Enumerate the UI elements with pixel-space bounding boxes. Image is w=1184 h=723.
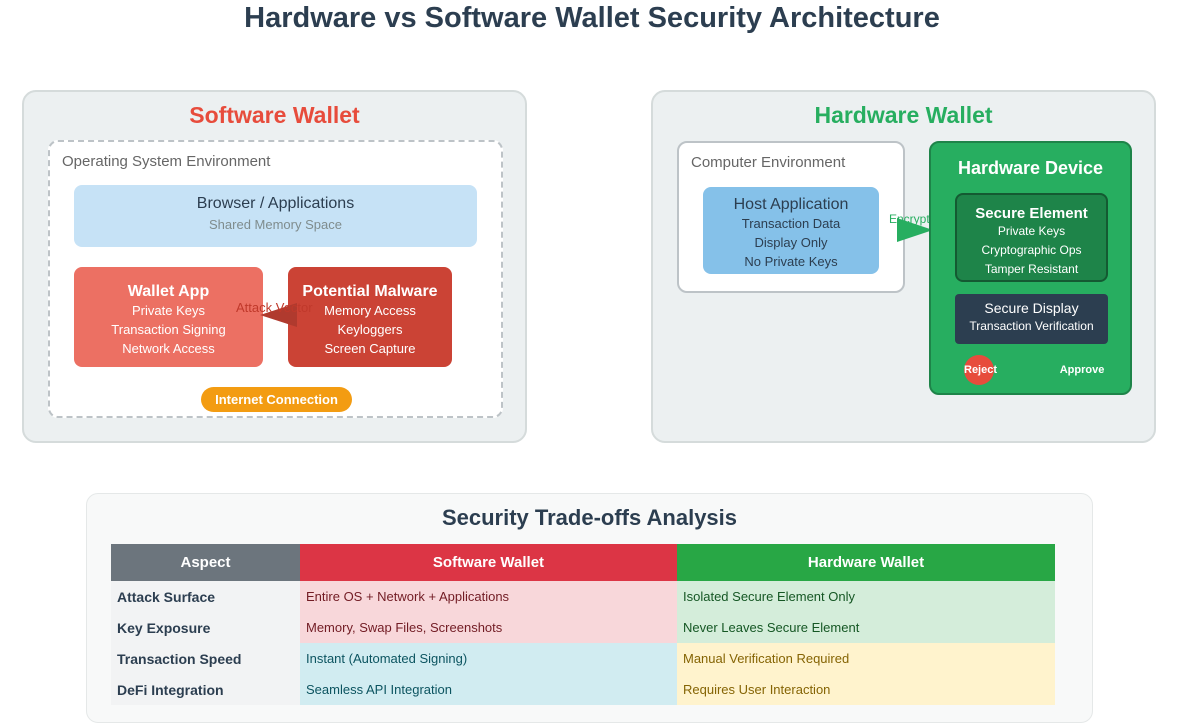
row-aspect: Key Exposure [111, 612, 300, 643]
wallet-app-title: Wallet App [127, 283, 210, 300]
host-application-box: Host Application Transaction Data Displa… [703, 187, 879, 274]
wallet-app-line: Network Access [122, 341, 215, 356]
table-header-row: Aspect Software Wallet Hardware Wallet [111, 544, 1055, 581]
row-software: Memory, Swap Files, Screenshots [300, 612, 677, 643]
row-software: Entire OS + Network + Applications [300, 581, 677, 612]
wallet-app-line: Private Keys [132, 303, 205, 318]
shared-memory-label: Shared Memory Space [209, 217, 342, 232]
page-title: Hardware vs Software Wallet Security Arc… [244, 2, 940, 34]
os-environment: Operating System Environment Browser / A… [48, 140, 503, 418]
malware-box: Potential Malware Memory Access Keylogge… [288, 267, 452, 367]
hardware-device: Hardware Device Secure Element Private K… [929, 141, 1132, 395]
secure-element-line: Cryptographic Ops [981, 243, 1082, 257]
row-hardware: Requires User Interaction [677, 674, 1055, 705]
host-application-line: Display Only [754, 235, 828, 250]
attack-arrow [260, 303, 297, 327]
row-software: Seamless API Integration [300, 674, 677, 705]
tradeoffs-title: Security Trade-offs Analysis [441, 505, 738, 530]
tradeoffs-section: Security Trade-offs Analysis Aspect Soft… [86, 493, 1093, 723]
header-software: Software Wallet [300, 544, 677, 581]
hardware-device-title: Hardware Device [957, 158, 1104, 178]
host-application-title: Host Application [733, 196, 849, 213]
hardware-wallet-title: Hardware Wallet [814, 102, 993, 128]
header-aspect: Aspect [111, 544, 300, 581]
wallet-app-box: Wallet App Private Keys Transaction Sign… [74, 267, 263, 367]
row-aspect: DeFi Integration [111, 674, 300, 705]
wallet-app-line: Transaction Signing [111, 322, 226, 337]
host-application-line: Transaction Data [741, 216, 841, 231]
browser-applications-box: Browser / Applications Shared Memory Spa… [74, 185, 477, 247]
os-environment-label: Operating System Environment [62, 153, 271, 170]
malware-line: Keyloggers [337, 322, 403, 337]
software-wallet-panel: Software Wallet Operating System Environ… [22, 90, 527, 443]
browser-applications-title: Browser / Applications [196, 195, 355, 212]
malware-title: Potential Malware [302, 283, 438, 300]
secure-element-line: Tamper Resistant [984, 262, 1079, 276]
table-row: Key Exposure Memory, Swap Files, Screens… [111, 612, 1055, 643]
row-hardware: Never Leaves Secure Element [677, 612, 1055, 643]
secure-element-line: Private Keys [997, 224, 1066, 238]
malware-line: Screen Capture [324, 341, 416, 356]
table-row: Transaction Speed Instant (Automated Sig… [111, 643, 1055, 674]
row-hardware: Manual Verification Required [677, 643, 1055, 674]
secure-element-title: Secure Element [975, 205, 1088, 222]
malware-line: Memory Access [324, 303, 416, 318]
computer-environment: Computer Environment Host Application Tr… [677, 141, 905, 293]
row-aspect: Transaction Speed [111, 643, 300, 674]
hardware-wallet-panel: Hardware Wallet Computer Environment Hos… [651, 90, 1156, 443]
tradeoffs-table: Aspect Software Wallet Hardware Wallet A… [111, 544, 1055, 705]
secure-display-box: Secure Display Transaction Verification [955, 294, 1108, 344]
row-aspect: Attack Surface [111, 581, 300, 612]
computer-environment-label: Computer Environment [691, 154, 846, 171]
table-row: Attack Surface Entire OS + Network + App… [111, 581, 1055, 612]
secure-element-box: Secure Element Private Keys Cryptographi… [955, 193, 1108, 282]
encrypted-arrow [897, 218, 933, 242]
approve-button[interactable]: Approve [1059, 364, 1105, 376]
attack-vector-label: Attack Vector [236, 300, 313, 315]
secure-display-sub: Transaction Verification [969, 319, 1094, 333]
software-wallet-title: Software Wallet [189, 102, 360, 128]
header-hardware: Hardware Wallet [677, 544, 1055, 581]
row-software: Instant (Automated Signing) [300, 643, 677, 674]
internet-connection-badge: Internet Connection [201, 387, 352, 412]
table-row: DeFi Integration Seamless API Integratio… [111, 674, 1055, 705]
host-application-line: No Private Keys [744, 254, 838, 269]
reject-button[interactable]: Reject [964, 355, 997, 385]
secure-display-title: Secure Display [984, 300, 1079, 316]
row-hardware: Isolated Secure Element Only [677, 581, 1055, 612]
